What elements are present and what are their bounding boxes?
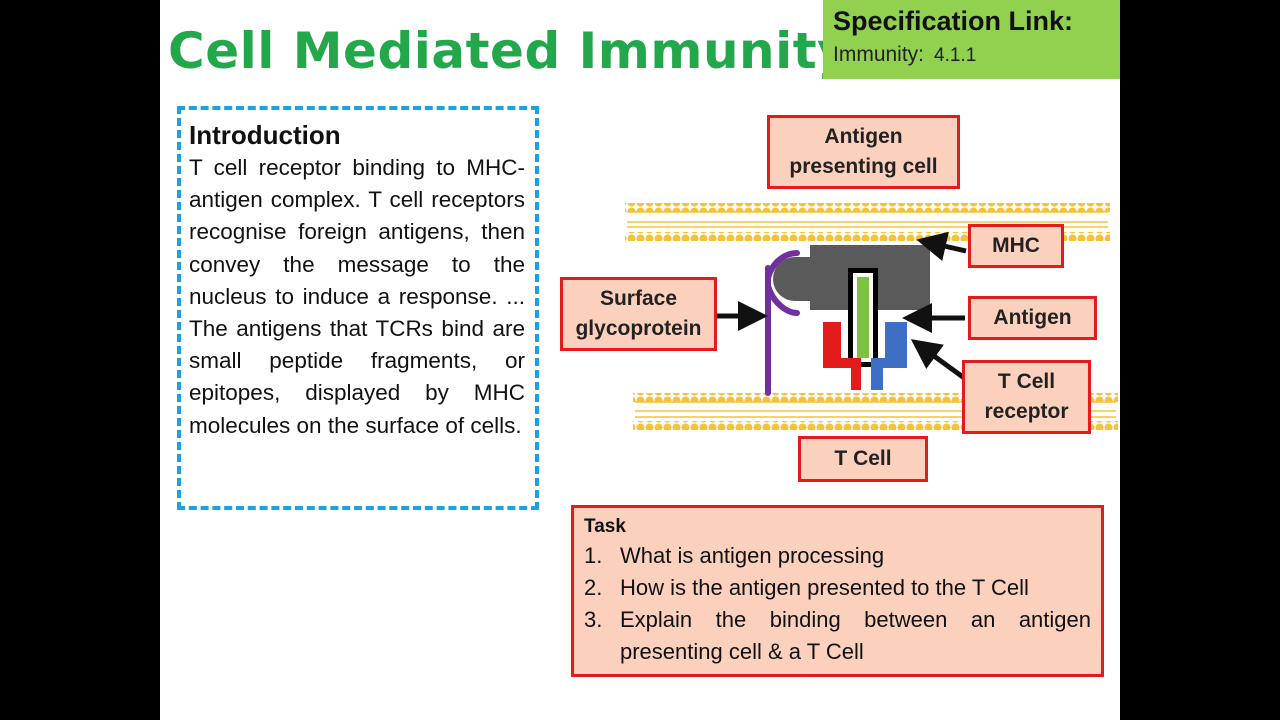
task-item-number: 3. — [584, 607, 603, 632]
task-item-number: 2. — [584, 575, 603, 600]
task-item: 3. Explain the binding between an antigen… — [584, 604, 1091, 668]
label-tcell: T Cell — [798, 436, 928, 482]
task-item-text: Explain the binding between an antigen p… — [620, 607, 1091, 664]
slide: Cell Mediated Immunity Specification Lin… — [160, 0, 1120, 720]
task-item: 2. How is the antigen presented to the T … — [584, 572, 1091, 604]
tcell-receptor-shape — [823, 322, 907, 390]
introduction-box: Introduction T cell receptor binding to … — [177, 106, 539, 510]
task-box: Task 1. What is antigen processing 2. How … — [571, 505, 1104, 677]
task-item-text: How is the antigen presented to the T Ce… — [620, 575, 1029, 600]
spec-code: 4.1.1 — [934, 45, 977, 66]
intro-body: T cell receptor binding to MHC-antigen c… — [189, 155, 525, 438]
spec-heading: Specification Link: — [833, 6, 1074, 36]
label-surface-glycoprotein: Surface glycoprotein — [560, 277, 717, 351]
label-mhc: MHC — [968, 224, 1064, 268]
surface-glycoprotein-shape — [765, 250, 800, 396]
task-heading: Task — [584, 516, 626, 537]
tcell-binding-diagram: Antigen presenting cell MHC Antigen Surf… — [555, 108, 1120, 488]
label-antigen: Antigen — [968, 296, 1097, 340]
intro-heading: Introduction — [189, 120, 341, 150]
specification-link-box: Specification Link: Immunity: 4.1.1 — [823, 0, 1120, 79]
page-title: Cell Mediated Immunity — [168, 22, 851, 80]
antigen-shape — [848, 268, 878, 367]
task-item: 1. What is antigen processing — [584, 540, 1091, 572]
task-list: 1. What is antigen processing 2. How is th… — [584, 540, 1091, 668]
diagram-graphic — [625, 203, 1118, 430]
task-item-text: What is antigen processing — [620, 543, 885, 568]
spec-topic-line: Immunity: 4.1.1 — [833, 43, 1110, 67]
spec-topic: Immunity: — [833, 43, 925, 66]
label-tcell-receptor: T Cell receptor — [962, 360, 1091, 434]
task-item-number: 1. — [584, 543, 603, 568]
pointer-arrows — [715, 231, 969, 383]
label-antigen-presenting-cell: Antigen presenting cell — [767, 115, 960, 189]
